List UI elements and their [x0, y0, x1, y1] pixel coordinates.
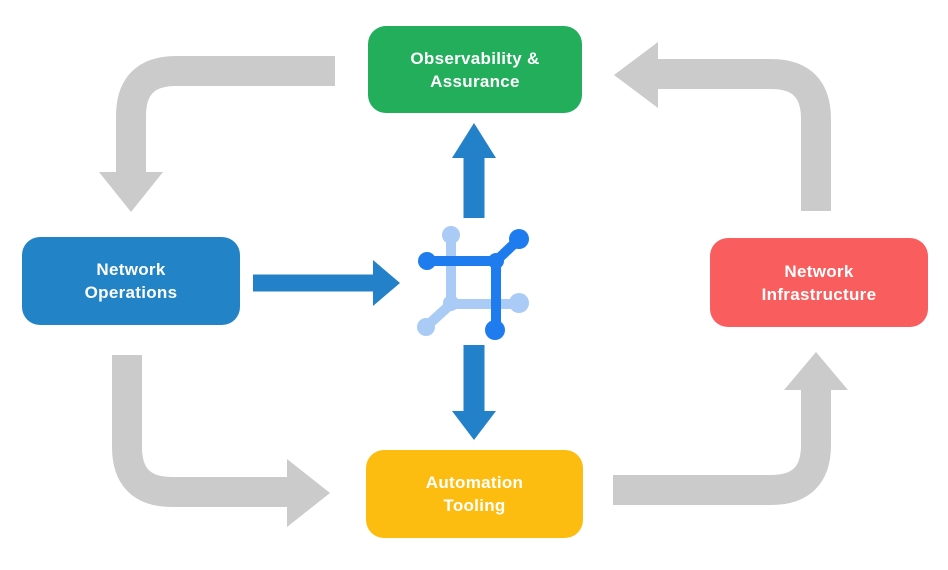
- node-automation-tooling: Automation Tooling: [366, 450, 583, 538]
- arrowhead-down-icon: [99, 172, 163, 212]
- node-label-line: Operations: [84, 283, 178, 302]
- arrowhead-right-icon: [373, 260, 400, 306]
- node-network-operations: Network Operations: [22, 237, 240, 325]
- node-label-line: Tooling: [443, 496, 506, 515]
- node-label-line: Observability &: [410, 48, 540, 68]
- arrowhead-up-icon: [452, 123, 496, 158]
- arrowhead-down-icon: [452, 411, 496, 440]
- node-label-line: Network: [784, 261, 854, 281]
- cycle-arrow-operations-to-automation: [112, 355, 330, 527]
- network-fabric-icon-dark-strands: [418, 229, 529, 340]
- cycle-arrow-infrastructure-to-observability: [614, 42, 831, 211]
- network-fabric-icon: [417, 226, 529, 340]
- network-fabric-icon-light-strands: [417, 226, 529, 336]
- node-label-line: Network: [96, 260, 166, 279]
- cycle-arrow-automation-to-infrastructure: [613, 352, 848, 505]
- arrowhead-up-icon: [784, 352, 848, 390]
- arrow-operations-to-hub: [253, 260, 400, 306]
- arrow-hub-to-automation: [452, 345, 496, 440]
- node-label-line: Automation: [425, 473, 524, 492]
- node-label-line: Infrastructure: [761, 284, 877, 304]
- cycle-arrow-observability-to-operations: [99, 56, 335, 212]
- node-observability-assurance: Observability & Assurance: [368, 26, 582, 113]
- arrowhead-right-icon: [287, 459, 330, 527]
- arrowhead-left-icon: [614, 42, 658, 108]
- node-network-infrastructure: Network Infrastructure: [710, 238, 928, 327]
- arrow-hub-to-observability: [452, 123, 496, 218]
- node-label-line: Assurance: [430, 71, 520, 91]
